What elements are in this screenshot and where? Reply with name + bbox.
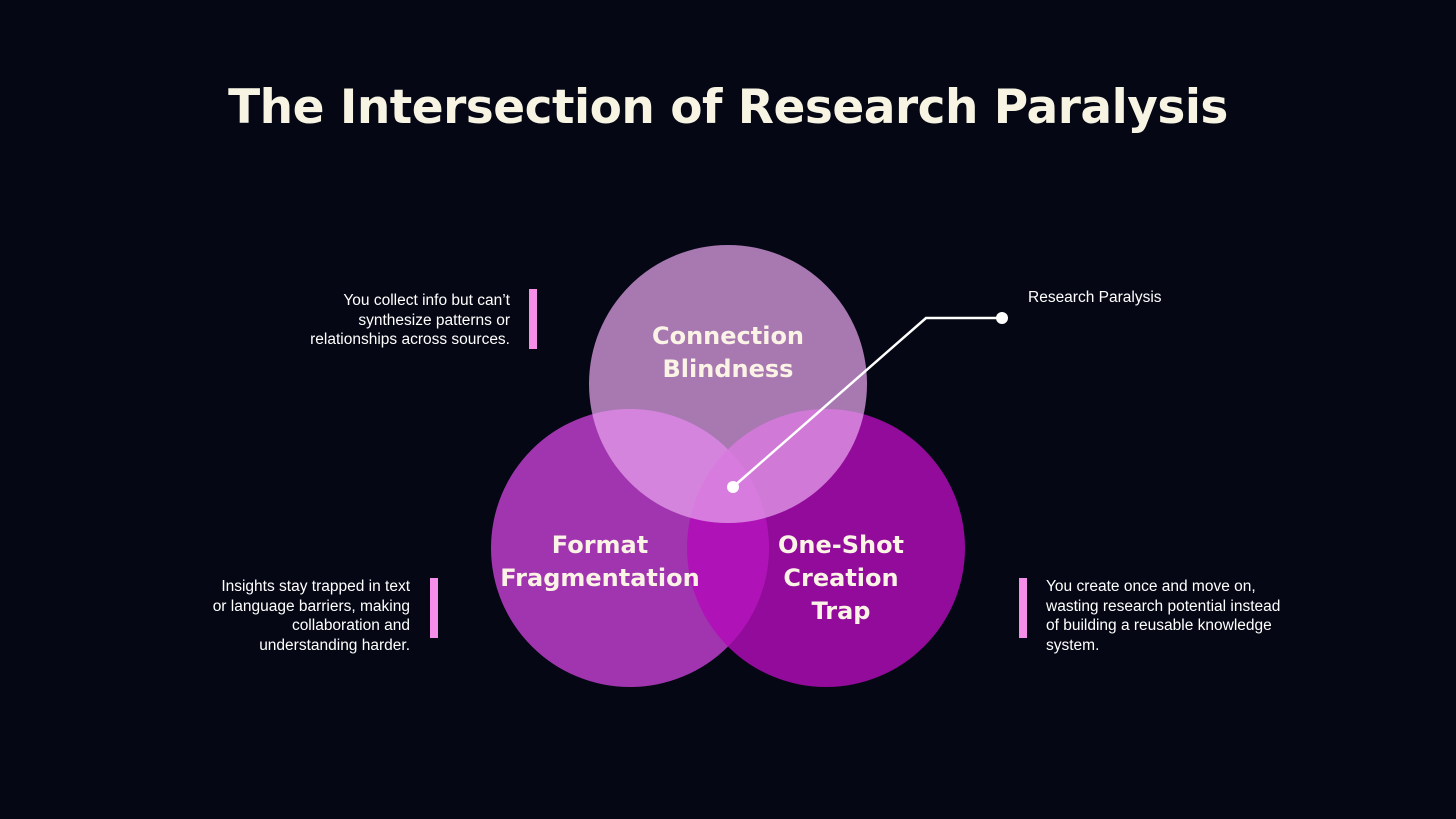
oneshot-label-line3: Trap xyxy=(811,597,871,625)
callout-start-dot xyxy=(727,481,739,493)
oneshot-desc-line2: wasting research potential instead xyxy=(1046,597,1281,615)
connection-accent-bar xyxy=(529,289,537,349)
callout-end-dot xyxy=(996,312,1008,324)
format-desc-line4: understanding harder. xyxy=(259,636,410,654)
oneshot-accent-bar xyxy=(1019,578,1027,638)
page-title: The Intersection of Research Paralysis xyxy=(228,80,1228,135)
connection-desc-line3: relationships across sources. xyxy=(310,331,510,348)
connection-label-line2: Blindness xyxy=(662,355,794,383)
oneshot-label-line1: One-Shot xyxy=(777,531,905,559)
format-fragmentation-label: Format Fragmentation xyxy=(490,529,710,595)
connection-label-line1: Connection xyxy=(651,322,805,350)
connection-description: You collect info but can’t synthesize pa… xyxy=(240,291,510,350)
format-label-line1: Format xyxy=(551,531,649,559)
one-shot-creation-trap-label: One-Shot Creation Trap xyxy=(751,529,931,628)
callout-leader-line xyxy=(732,316,1002,488)
format-accent-bar xyxy=(430,578,438,638)
oneshot-label-line2: Creation xyxy=(783,564,899,592)
circle-connection-blindness xyxy=(589,245,867,523)
oneshot-desc-line4: system. xyxy=(1046,636,1100,654)
format-description: Insights stay trapped in text or languag… xyxy=(140,577,410,655)
format-label-line2: Fragmentation xyxy=(500,564,700,592)
format-desc-line3: collaboration and xyxy=(291,617,410,634)
format-desc-line1: Insights stay trapped in text xyxy=(221,578,410,595)
format-desc-line2: or language barriers, making xyxy=(212,597,410,615)
connection-blindness-label: Connection Blindness xyxy=(628,320,828,386)
oneshot-description: You create once and move on, wasting res… xyxy=(1046,577,1366,655)
connection-desc-line1: You collect info but can’t xyxy=(343,292,510,309)
oneshot-desc-line1: You create once and move on, xyxy=(1046,578,1256,595)
connection-desc-line2: synthesize patterns or xyxy=(358,311,510,329)
oneshot-desc-line3: of building a reusable knowledge xyxy=(1046,617,1272,634)
research-paralysis-callout: Research Paralysis xyxy=(1028,289,1162,306)
